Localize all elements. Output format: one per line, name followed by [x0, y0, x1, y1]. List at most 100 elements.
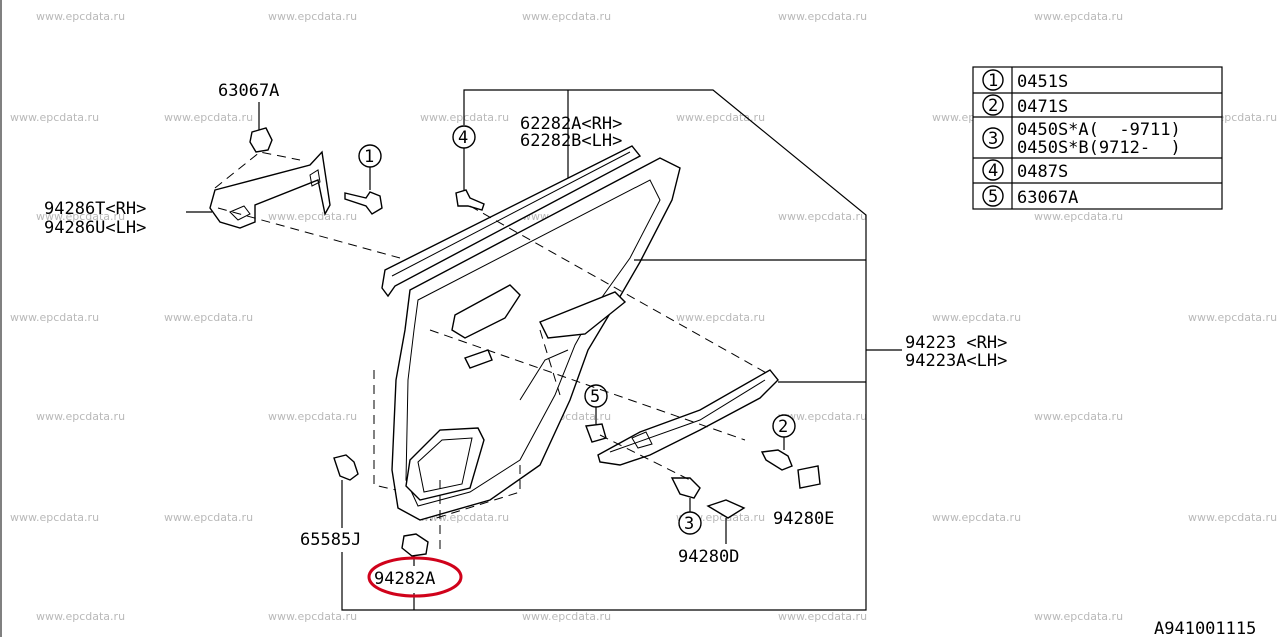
watermark-text: www.epcdata.ru [10, 511, 99, 524]
watermark-text: www.epcdata.ru [36, 410, 125, 423]
watermark-text: www.epcdata.ru [778, 10, 867, 23]
clip-65585J-part [333, 454, 359, 481]
screw-1-part [344, 191, 383, 215]
label-94282A: 94282A [374, 569, 435, 589]
weatherstrip-part [381, 145, 642, 298]
watermark-text: www.epcdata.ru [164, 111, 253, 124]
clip-5-part [585, 423, 607, 443]
callout-1-circle [358, 144, 382, 168]
highlight-ring [367, 556, 463, 598]
armrest-screw-hole [631, 431, 653, 449]
legend-row-5-circle [982, 185, 1004, 207]
screw-3-part [670, 477, 701, 499]
callout-3-circle [678, 511, 702, 535]
screw-2-part [760, 449, 793, 471]
watermark-text: www.epcdata.ru [36, 10, 125, 23]
clip-94282A-group: 94282A [367, 533, 463, 610]
map-pocket-inner [417, 437, 473, 493]
legend-row-4-num: 4 [988, 161, 998, 181]
watermark-text: www.epcdata.ru [36, 610, 125, 623]
legend-row-4-part: 0487S [1017, 162, 1068, 182]
clip-63067A-part [249, 127, 273, 153]
watermark-text: www.epcdata.ru [268, 610, 357, 623]
trim-crease [519, 349, 569, 401]
label-63067A: 63067A [218, 81, 279, 101]
bracket-hole [229, 205, 251, 221]
watermark-text: www.epcdata.ru [164, 311, 253, 324]
bracket-dash [214, 151, 301, 189]
dash-1 [217, 207, 401, 259]
label-94223A: 94223A<LH> [905, 351, 1007, 371]
watermark-text: www.epcdata.ru [36, 210, 125, 223]
watermark-text: www.epcdata.ru [932, 311, 1021, 324]
legend-row-3-num: 3 [988, 129, 998, 149]
label-94286T: 94286T<RH> [44, 199, 146, 219]
legend-row-3-circle [982, 127, 1004, 149]
label-94223: 94223 <RH> [905, 333, 1007, 353]
bracket-hole-2 [309, 169, 321, 187]
armrest-handle-inner [609, 379, 766, 453]
cap-94280D-part [706, 499, 746, 519]
label-94286U: 94286U<LH> [44, 218, 146, 238]
watermark-text: www.epcdata.ru [932, 511, 1021, 524]
legend-row-2-num: 2 [988, 96, 998, 116]
legend-table: 1 0451S 2 0471S 3 0450S*A( -9711) 0450S*… [972, 66, 1223, 210]
legend-row-2-circle [982, 94, 1004, 116]
label-62282B: 62282B<LH> [520, 131, 622, 151]
label-62282A: 62282A<RH> [520, 114, 622, 134]
door-trim-panel [391, 157, 681, 521]
legend-row-5-part: 63067A [1017, 188, 1078, 208]
watermark-text: www.epcdata.ru [1034, 610, 1123, 623]
watermark-text: www.epcdata.ru [1188, 511, 1277, 524]
watermark-text: www.epcdata.ru [1034, 210, 1123, 223]
callout-5-text: 5 [590, 387, 600, 407]
dash-6 [429, 465, 521, 521]
bracket-assembly: 63067A 94286T<RH> 94286U<LH> 1 [44, 81, 383, 238]
map-pocket [405, 427, 485, 501]
legend-row-1-num: 1 [988, 71, 998, 91]
legend-row-3-part-2: 0450S*B(9712- ) [1017, 138, 1181, 158]
frame-bracket-lines [341, 89, 867, 611]
legend-border [972, 66, 1223, 210]
watermark-text: www.epcdata.ru [778, 610, 867, 623]
label-65585J: 65585J [300, 530, 361, 550]
cap-94280E-part [797, 465, 821, 489]
watermark-text: www.epcdata.ru [1034, 10, 1123, 23]
watermark-text: www.epcdata.ru [10, 311, 99, 324]
watermark-text: www.epcdata.ru [268, 10, 357, 23]
legend-row-2-part: 0471S [1017, 97, 1068, 117]
armrest-assembly: 5 2 94280E 3 94280D [584, 369, 834, 567]
legend-row-1-circle [982, 69, 1004, 91]
trim-panel-leader: 94223 <RH> 94223A<LH> [634, 259, 1007, 383]
callout-1-text: 1 [364, 147, 374, 167]
watermark-text: www.epcdata.ru [522, 610, 611, 623]
weatherstrip-assembly: 62282A<RH> 62282B<LH> 4 [341, 89, 867, 611]
clip-94282A-part [401, 533, 429, 557]
bracket-94286-part [209, 150, 331, 229]
watermark-text: www.epcdata.ru [778, 210, 867, 223]
watermark-text: www.epcdata.ru [676, 311, 765, 324]
screw-4-part [455, 189, 485, 211]
dash-8 [539, 329, 561, 396]
dash-2 [469, 205, 771, 376]
legend-row-1-part: 0451S [1017, 72, 1068, 92]
watermark-text: www.epcdata.ru [268, 410, 357, 423]
legend-row-3-part: 0450S*A( -9711) [1017, 120, 1181, 140]
dash-5 [373, 370, 397, 491]
small-switch-hole [464, 349, 493, 369]
watermark-text: www.epcdata.ru [1034, 410, 1123, 423]
label-94280D: 94280D [678, 547, 739, 567]
watermark-text: www.epcdata.ru [268, 210, 357, 223]
legend-row-5-num: 5 [988, 187, 998, 207]
callout-3-text: 3 [684, 514, 694, 534]
armrest-top [539, 291, 627, 339]
dash-3 [429, 329, 746, 441]
callout-2-text: 2 [778, 417, 788, 437]
dash-4 [599, 434, 691, 481]
armrest-handle-part [597, 369, 779, 466]
watermark-text: www.epcdata.ru [164, 511, 253, 524]
watermark-text: www.epcdata.ru [10, 111, 99, 124]
watermark-text: www.epcdata.ru [1188, 311, 1277, 324]
trim-panel-inner [405, 179, 661, 507]
